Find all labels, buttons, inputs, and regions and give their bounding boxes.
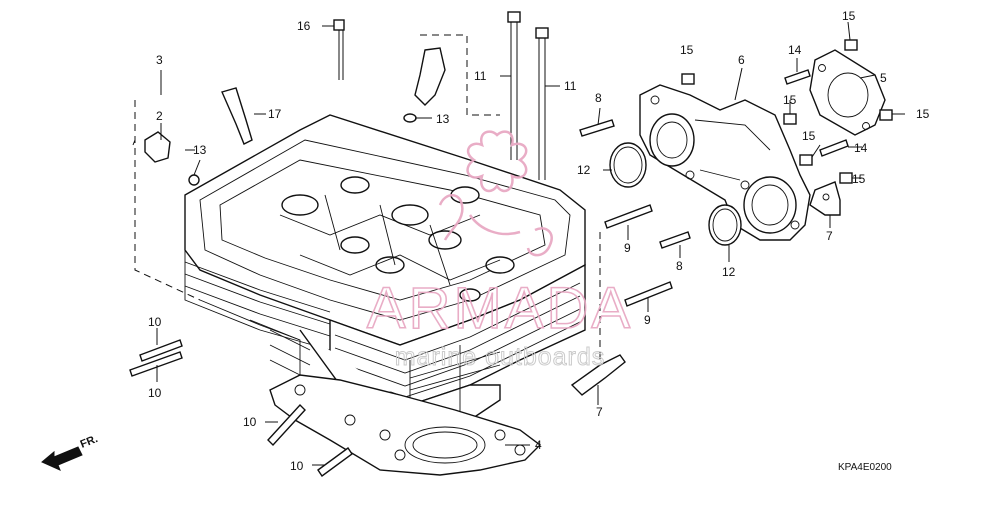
callout-15-manifold: 15 <box>680 43 694 57</box>
callout-10-bottom: 10 <box>290 459 304 473</box>
callout-10-lower-left: 10 <box>148 386 162 400</box>
callout-17: 17 <box>268 107 282 121</box>
callout-14-top: 14 <box>788 43 802 57</box>
callout-8-lower: 8 <box>676 259 683 273</box>
callout-2: 2 <box>156 109 163 123</box>
callout-14-lower: 14 <box>854 141 868 155</box>
callout-7-plug: 7 <box>596 405 603 419</box>
callout-9-lower: 9 <box>644 313 651 327</box>
callout-9-top: 9 <box>624 241 631 255</box>
callout-6: 6 <box>738 53 745 67</box>
insulator-plate <box>809 49 886 136</box>
head-gasket <box>269 374 542 476</box>
front-arrow-label: FR. <box>79 433 100 451</box>
watermark-logo <box>438 130 553 257</box>
callout-13-left: 13 <box>193 143 207 157</box>
watermark-tagline: marine outboards <box>395 343 606 371</box>
intake-manifold <box>639 84 811 241</box>
callout-15-bracket: 15 <box>852 172 866 186</box>
callout-4: 4 <box>535 438 542 452</box>
callout-3: 3 <box>156 53 163 67</box>
callout-11-left: 11 <box>474 69 487 83</box>
callout-7-bracket: 7 <box>826 229 833 243</box>
callout-11-right: 11 <box>564 79 577 93</box>
leader-lines <box>156 21 905 466</box>
bracket <box>809 181 841 216</box>
callout-5: 5 <box>880 71 887 85</box>
diagram-part-code: KPA4E0200 <box>838 462 892 473</box>
callout-15-mid: 15 <box>783 93 797 107</box>
watermark: ARMADA marine outboards <box>366 130 633 372</box>
callout-12-lower: 12 <box>722 265 736 279</box>
callout-labels: 3 2 17 13 13 16 11 11 15 6 8 12 14 15 5 … <box>148 9 930 473</box>
callout-15-top-right: 15 <box>842 9 856 23</box>
callout-15-right: 15 <box>916 107 930 121</box>
callout-8-top: 8 <box>595 91 602 105</box>
callout-10-gasket: 10 <box>243 415 257 429</box>
o-rings <box>609 142 742 246</box>
watermark-brand: ARMADA <box>367 276 633 341</box>
callout-10-upper: 10 <box>148 315 162 329</box>
fasteners <box>129 11 893 477</box>
callout-12-top: 12 <box>577 163 591 177</box>
callout-16: 16 <box>297 19 311 33</box>
callout-15-lower: 15 <box>802 129 816 143</box>
cylinder-head <box>184 114 586 421</box>
front-arrow: FR. <box>41 433 100 471</box>
callout-13-top: 13 <box>436 112 450 126</box>
